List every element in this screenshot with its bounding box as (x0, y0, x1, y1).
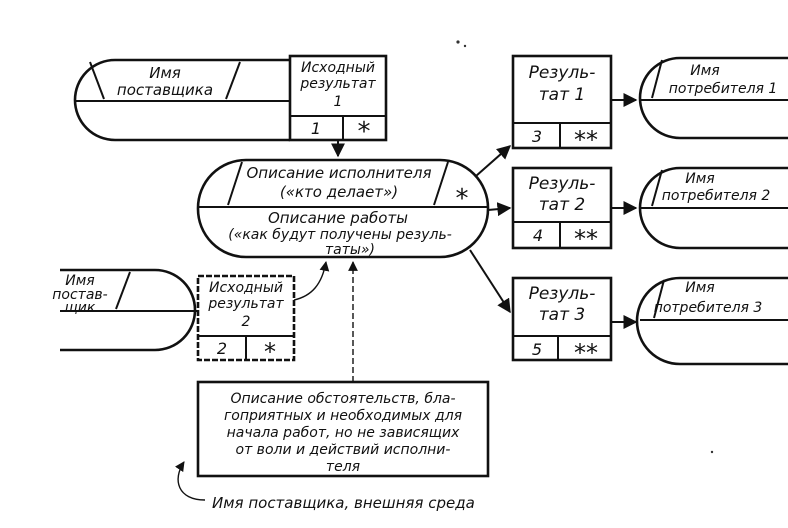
process-shape: Описание исполнителя («кто делает») * Оп… (196, 158, 490, 259)
input-1-number: 1 (311, 119, 321, 138)
performer-description-line2: («кто делает») (280, 183, 398, 201)
supplier-2-shape: Имя постав- щик (52, 268, 198, 352)
work-description-line1: Описание работы (268, 209, 408, 227)
conditions-line4: от воли и действий исполни- (236, 442, 451, 458)
result-3-label-line1: Резуль- (529, 284, 596, 304)
result-1-number: 3 (532, 127, 542, 146)
supplier-2-name-line1: Имя (65, 273, 94, 289)
result-2-mark: ** (574, 225, 598, 253)
supplier-1-name-line1: Имя (149, 64, 181, 82)
consumer-2-shape: Имя потребителя 2 (638, 166, 788, 250)
input-1-mark: * (358, 117, 371, 147)
supplier-1-shape: Имя поставщика (73, 58, 290, 142)
consumer-1-shape: Имя потребителя 1 (638, 56, 788, 140)
footer-supplier-environment-label: Имя поставщика, внешняя среда (212, 494, 475, 512)
consumer-2-name-line1: Имя (685, 171, 714, 187)
result-3-number: 5 (532, 340, 542, 359)
result-2-label-line2: тат 2 (539, 195, 585, 215)
consumer-1-name-line1: Имя (690, 63, 719, 79)
input-2-mark: * (264, 338, 276, 366)
input-2-label-line3: 2 (242, 314, 251, 330)
input-result-1-box: Исходный результат 1 1 * (288, 54, 388, 147)
result-1-mark: ** (574, 126, 598, 154)
result-3-mark: ** (574, 339, 598, 367)
conditions-line2: гоприятных и необходимых для (224, 408, 462, 424)
supplier-1-name-line2: поставщика (117, 81, 213, 99)
result-1-box: Резуль- тат 1 3 ** (511, 54, 613, 154)
work-description-line3: таты») (325, 242, 375, 258)
input-1-label-line3: 1 (334, 94, 343, 110)
input-result-2-box: Исходный результат 2 2 * (196, 274, 296, 366)
scan-specks (456, 40, 714, 454)
consumer-1-name-line2: потребителя 1 (669, 81, 778, 97)
input-2-label-line2: результат (207, 296, 284, 312)
result-1-label-line2: тат 1 (539, 85, 585, 105)
consumer-2-name-line2: потребителя 2 (662, 188, 771, 204)
input-2-number: 2 (217, 339, 227, 358)
conditions-line5: теля (326, 459, 360, 475)
result-3-box: Резуль- тат 3 5 ** (511, 276, 613, 367)
consumer-3-name-line2: потребителя 3 (654, 300, 763, 316)
result-3-label-line2: тат 3 (539, 305, 585, 325)
result-2-number: 4 (533, 226, 543, 245)
consumer-3-name-line1: Имя (685, 280, 714, 296)
conditions-box: Описание обстоятельств, бла- гоприятных … (196, 380, 490, 478)
supplier-2-name-line2: постав- (52, 287, 107, 303)
consumer-3-shape: Имя потребителя 3 (635, 276, 788, 366)
input-1-label-line1: Исходный (301, 60, 375, 76)
performer-description-line1: Описание исполнителя (246, 164, 431, 182)
result-2-label-line1: Резуль- (529, 174, 596, 194)
result-2-box: Резуль- тат 2 4 ** (511, 166, 613, 253)
input-1-label-line2: результат (299, 76, 376, 92)
result-1-label-line1: Резуль- (529, 63, 596, 83)
input-2-label-line1: Исходный (209, 280, 283, 296)
work-description-line2: («как будут получены резуль- (228, 227, 452, 243)
conditions-line3: начала работ, но не зависящих (227, 425, 460, 441)
connector-arrows (175, 93, 638, 501)
supplier-2-name-line3: щик (65, 300, 96, 316)
conditions-line1: Описание обстоятельств, бла- (230, 391, 455, 407)
performer-mark: * (456, 184, 469, 214)
